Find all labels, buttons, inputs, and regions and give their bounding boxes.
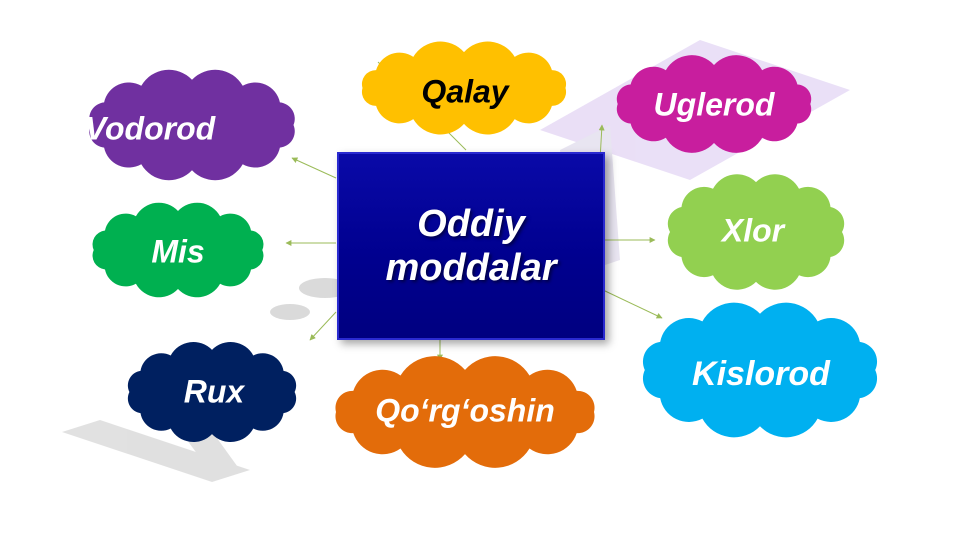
cloud-xlor[interactable]: Xlor bbox=[667, 174, 845, 290]
cloud-label-vodorod: Vodorod bbox=[85, 110, 217, 146]
cloud-label-qalay: Qalay bbox=[421, 73, 510, 109]
cloud-uglerod[interactable]: Uglerod bbox=[616, 55, 812, 153]
cloud-shape-qorgoshin bbox=[335, 356, 595, 468]
connector-rux bbox=[309, 311, 337, 341]
cloud-shape-kislorod bbox=[642, 302, 878, 438]
cloud-label-qorgoshin: Qo‘rg‘oshin bbox=[375, 392, 555, 428]
connector-kislorod bbox=[602, 289, 663, 319]
cloud-shape-mis bbox=[92, 202, 264, 298]
cloud-label-mis: Mis bbox=[151, 233, 204, 269]
central-topic-box[interactable]: Oddiy moddalar bbox=[337, 152, 605, 340]
cloud-label-rux: Rux bbox=[184, 373, 246, 409]
central-topic-line2: moddalar bbox=[385, 247, 557, 289]
cloud-vodorod[interactable]: Vodorod bbox=[85, 69, 295, 181]
cloud-label-kislorod: Kislorod bbox=[692, 355, 831, 393]
cloud-kislorod[interactable]: Kislorod bbox=[642, 302, 878, 438]
cloud-mis[interactable]: Mis bbox=[92, 202, 264, 298]
cloud-label-uglerod: Uglerod bbox=[654, 86, 776, 122]
connector-vodorod bbox=[291, 157, 337, 179]
cloud-rux[interactable]: Rux bbox=[127, 341, 297, 443]
cloud-shape-xlor bbox=[667, 174, 845, 290]
cloud-shape-qalay bbox=[361, 41, 567, 135]
cloud-shape-vodorod bbox=[89, 69, 295, 181]
central-topic-line1: Oddiy bbox=[417, 203, 525, 245]
cloud-qalay[interactable]: Qalay bbox=[361, 41, 567, 135]
cloud-shape-rux bbox=[127, 341, 297, 443]
cloud-shape-uglerod bbox=[616, 55, 812, 153]
cloud-qorgoshin[interactable]: Qo‘rg‘oshin bbox=[335, 356, 595, 468]
cloud-label-xlor: Xlor bbox=[720, 212, 786, 248]
